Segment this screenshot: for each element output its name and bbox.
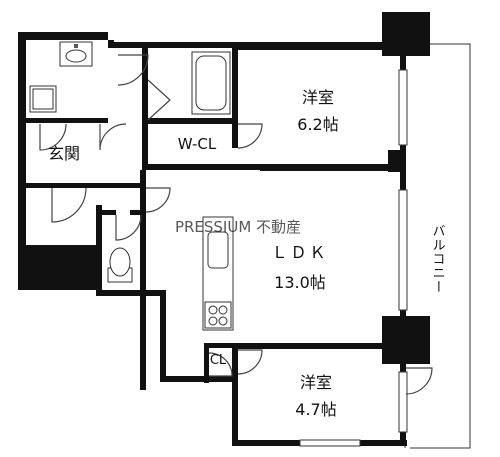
room1-name: 洋室: [302, 88, 334, 107]
wash-basin-icon: [59, 41, 93, 67]
balcony-label: バルコニー: [430, 224, 446, 294]
cl-label: CL: [210, 353, 227, 368]
room2-name: 洋室: [300, 373, 332, 392]
toilet-icon: [107, 247, 133, 283]
kitchen-counter-icon: [202, 216, 234, 331]
ldk-name: ＬＤＫ: [271, 243, 328, 262]
room1-size: 6.2帖: [297, 115, 338, 134]
wcl-label: W-CL: [178, 135, 217, 153]
windows: [299, 69, 408, 447]
door-swings: [39, 54, 433, 395]
ldk-size: 13.0帖: [274, 273, 326, 292]
washer-space-icon: [29, 85, 57, 113]
watermark: PRESSIUM 不動産: [175, 218, 301, 236]
room2-size: 4.7帖: [295, 400, 336, 419]
bathtub-icon: [191, 51, 231, 115]
entrance-label: 玄関: [48, 144, 80, 163]
